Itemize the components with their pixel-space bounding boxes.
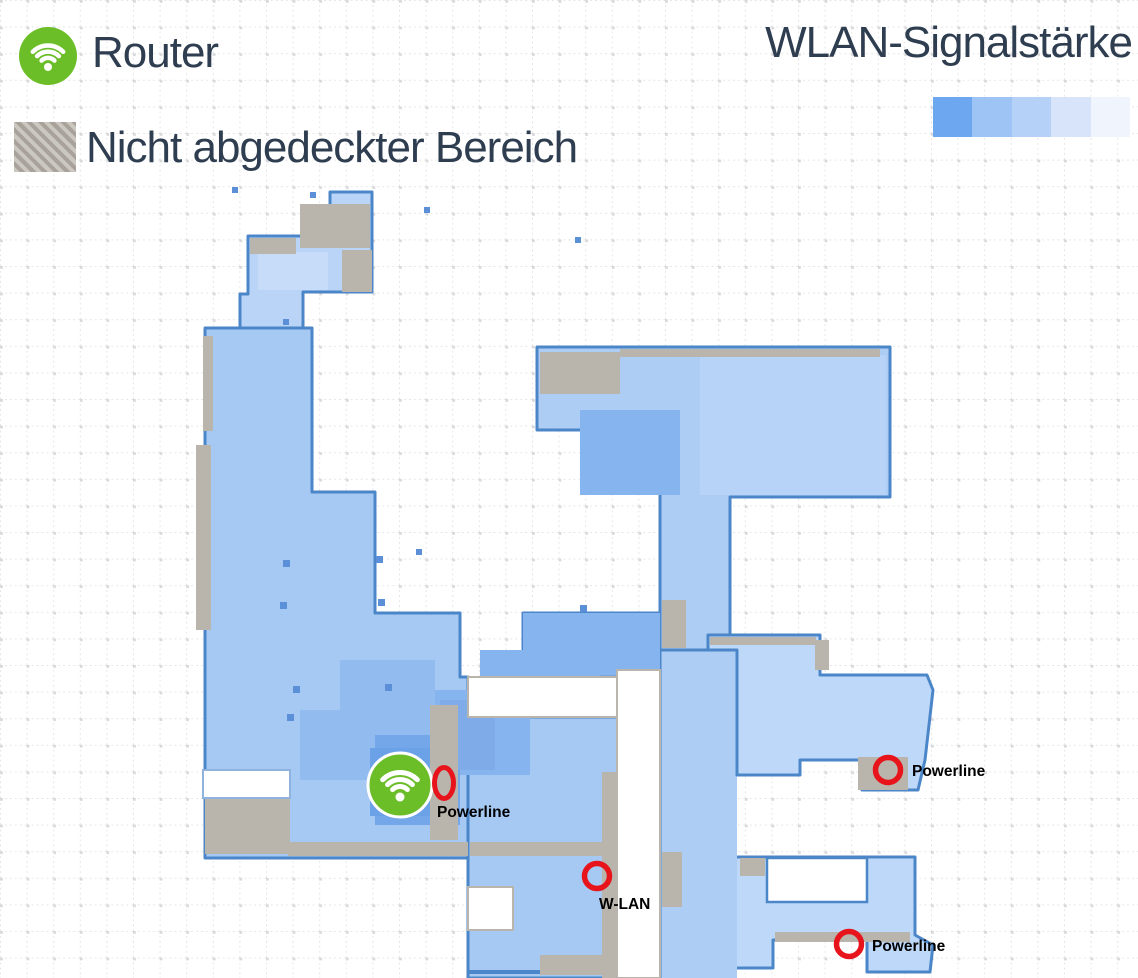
scale-segment	[972, 97, 1012, 137]
uncovered-area-swatch	[14, 122, 76, 172]
map-markers: Powerline W-LAN Powerline Powerline	[366, 751, 986, 960]
legend-router-icon	[19, 27, 77, 85]
signal-scale	[933, 97, 1131, 137]
wlan-label: W-LAN	[599, 896, 650, 913]
wifi-dot	[44, 63, 52, 71]
map-area-bottom-right-room	[698, 855, 935, 974]
powerline-1-marker[interactable]	[432, 765, 456, 801]
scale-segment	[1011, 97, 1052, 137]
page-title: WLAN-Signalstärke	[765, 18, 1133, 67]
powerline-2-label: Powerline	[912, 763, 986, 780]
powerline-1-label: Powerline	[437, 804, 511, 821]
interior-cutouts	[202, 669, 869, 978]
map-area-corridor	[660, 640, 737, 978]
legend-uncovered-label: Nicht abgedeckter Bereich	[86, 123, 578, 172]
powerline-3-label: Powerline	[872, 938, 946, 955]
wifi-dot	[395, 792, 405, 802]
signal-dots	[232, 187, 587, 721]
powerline-2-marker[interactable]	[872, 754, 904, 786]
router-map-icon[interactable]	[366, 751, 434, 819]
legend-router-label: Router	[92, 28, 219, 77]
scale-segment	[933, 97, 973, 137]
scale-segment	[1090, 97, 1131, 137]
powerline-3-marker[interactable]	[833, 928, 865, 960]
wlan-marker[interactable]	[581, 860, 613, 892]
uncovered-patches	[196, 204, 910, 978]
scale-segment	[1051, 97, 1091, 137]
